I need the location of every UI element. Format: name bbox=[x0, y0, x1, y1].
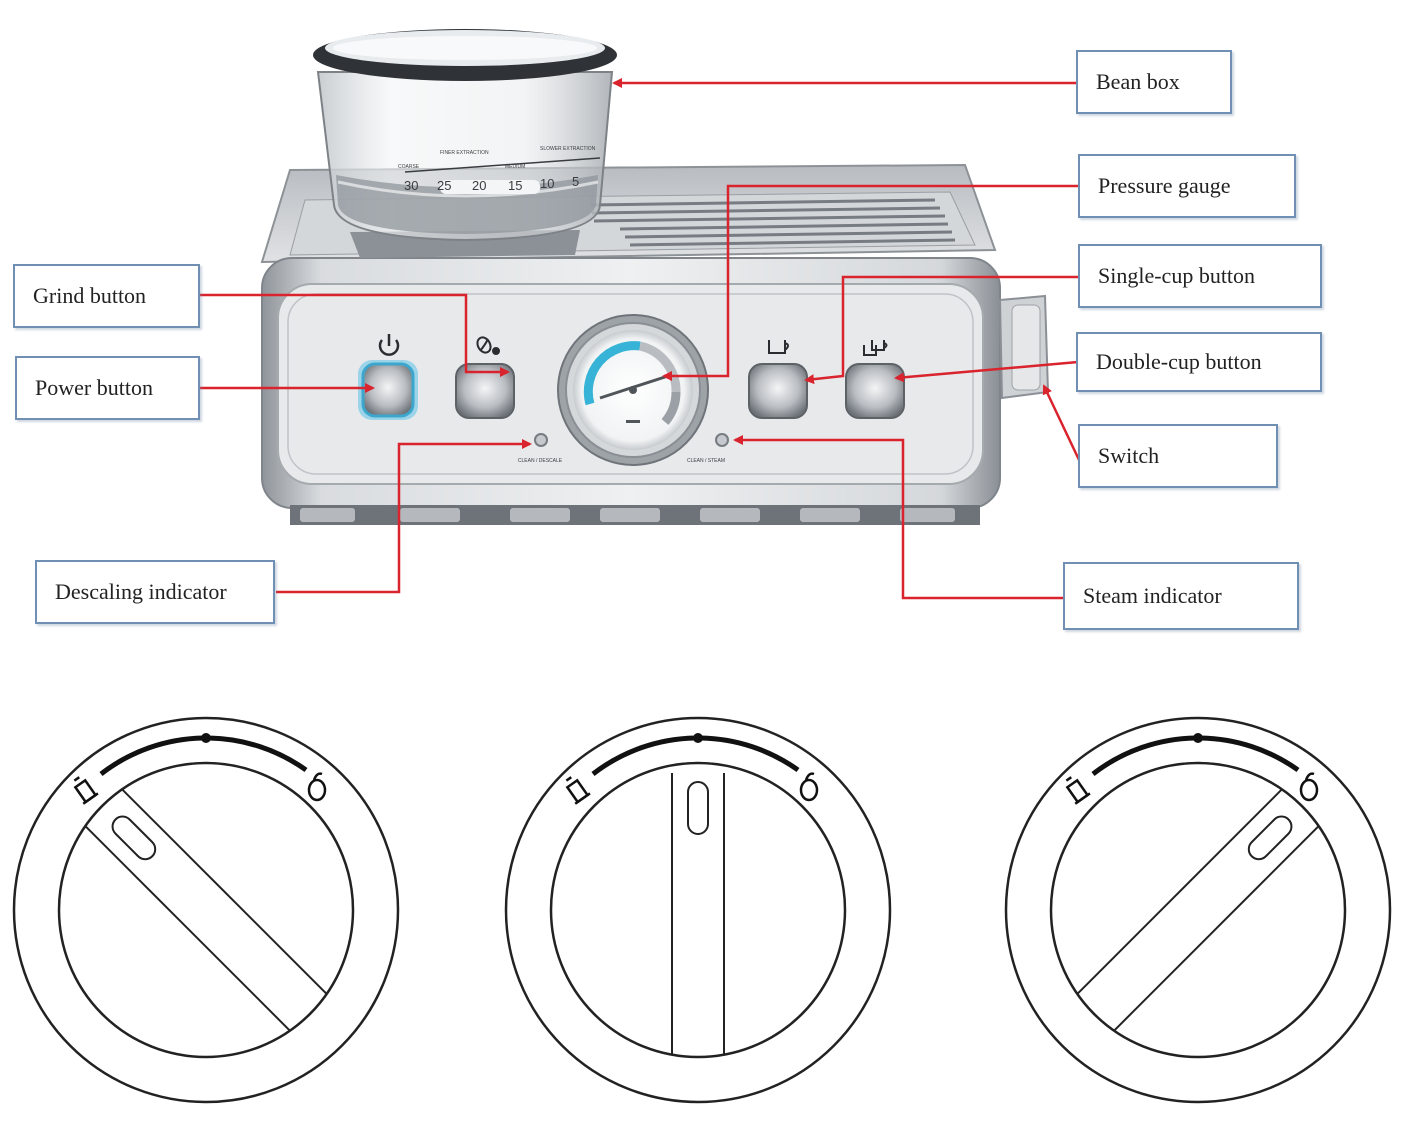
double-cup-button[interactable] bbox=[845, 363, 905, 419]
label-steam-indicator: Steam indicator bbox=[1063, 562, 1299, 630]
label-power-button-text: Power button bbox=[35, 375, 153, 400]
hopper-grind-scale: COARSE FINER EXTRACTION MEDIUM SLOWER EX… bbox=[398, 146, 601, 193]
side-switch[interactable] bbox=[998, 294, 1050, 400]
label-power-button: Power button bbox=[15, 356, 200, 420]
steam-indicator-light bbox=[715, 433, 729, 447]
grind-scale-zone-medium: MEDIUM bbox=[505, 164, 525, 170]
label-pressure-gauge-text: Pressure gauge bbox=[1098, 173, 1231, 198]
label-double-cup-button: Double-cup button bbox=[1076, 332, 1322, 392]
label-pressure-gauge: Pressure gauge bbox=[1078, 154, 1296, 218]
grind-button[interactable] bbox=[455, 363, 515, 419]
grind-scale-zone-coarse: COARSE bbox=[398, 164, 420, 170]
descaling-indicator-caption: CLEAN / DESCALE bbox=[518, 458, 563, 464]
grind-scale-number: 5 bbox=[572, 174, 579, 189]
knob-position-center bbox=[504, 716, 892, 1104]
label-steam-indicator-text: Steam indicator bbox=[1083, 583, 1222, 608]
callout-steam bbox=[733, 435, 1064, 600]
grind-scale-zone-slower: SLOWER EXTRACTION bbox=[540, 146, 596, 152]
callout-grind bbox=[200, 293, 510, 377]
grind-scale-zone-finer: FINER EXTRACTION bbox=[440, 150, 489, 156]
callout-descaling bbox=[276, 439, 532, 594]
callout-single-cup bbox=[804, 275, 1080, 385]
steam-wand-icon bbox=[565, 776, 591, 805]
label-switch: Switch bbox=[1078, 424, 1278, 488]
grind-scale-number: 20 bbox=[472, 178, 486, 193]
grind-scale-number: 30 bbox=[404, 178, 418, 193]
label-descaling-indicator-text: Descaling indicator bbox=[55, 579, 227, 604]
knob-position-right bbox=[1004, 716, 1392, 1104]
steam-wand-icon bbox=[73, 776, 99, 805]
label-bean-box-text: Bean box bbox=[1096, 69, 1180, 94]
single-cup-icon bbox=[768, 340, 789, 354]
callout-switch bbox=[1042, 384, 1082, 463]
cup-tray-grille bbox=[589, 198, 956, 247]
double-cup-icon bbox=[863, 340, 888, 356]
grind-scale-number: 10 bbox=[540, 176, 554, 191]
pressure-gauge bbox=[557, 314, 709, 466]
grind-scale-number: 25 bbox=[437, 178, 451, 193]
steam-wand-icon bbox=[1065, 776, 1091, 805]
power-button[interactable] bbox=[358, 360, 418, 420]
knob-position-left bbox=[12, 716, 400, 1104]
steam-indicator-caption: CLEAN / STEAM bbox=[687, 458, 725, 464]
label-single-cup-button-text: Single-cup button bbox=[1098, 263, 1256, 288]
grind-bean-icon bbox=[476, 336, 500, 355]
single-cup-button[interactable] bbox=[748, 363, 808, 419]
grind-scale-number: 15 bbox=[508, 178, 522, 193]
power-icon bbox=[378, 334, 400, 356]
bean-hopper: COARSE FINER EXTRACTION MEDIUM SLOWER EX… bbox=[313, 29, 617, 258]
label-descaling-indicator: Descaling indicator bbox=[35, 560, 275, 624]
label-grind-button-text: Grind button bbox=[33, 283, 147, 308]
descaling-indicator-light bbox=[534, 433, 548, 447]
cup-icon bbox=[307, 772, 327, 802]
label-switch-text: Switch bbox=[1098, 443, 1160, 468]
label-bean-box: Bean box bbox=[1076, 50, 1232, 114]
cup-icon bbox=[799, 772, 819, 802]
callout-lines bbox=[200, 78, 1082, 600]
label-single-cup-button: Single-cup button bbox=[1078, 244, 1322, 308]
callout-double-cup bbox=[894, 360, 1079, 383]
label-grind-button: Grind button bbox=[13, 264, 200, 328]
cup-icon bbox=[1299, 772, 1319, 802]
callout-pressure-gauge bbox=[662, 184, 1080, 381]
label-double-cup-button-text: Double-cup button bbox=[1096, 349, 1262, 374]
